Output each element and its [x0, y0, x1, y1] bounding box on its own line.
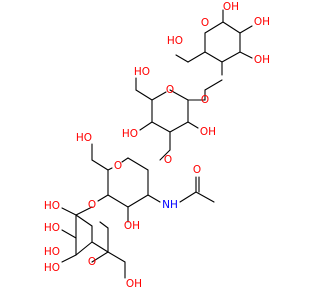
label-linking-oxygen: O	[88, 199, 96, 211]
bond	[135, 89, 153, 101]
bond	[147, 194, 161, 203]
bonds	[61, 9, 253, 279]
bond	[127, 194, 149, 208]
bond	[61, 207, 77, 216]
bond	[97, 194, 109, 202]
label-linking-oxygen: O	[201, 94, 209, 106]
label-ho: HO	[76, 132, 92, 144]
label-ring-oxygen: O	[88, 256, 96, 268]
bond	[239, 51, 253, 59]
bond	[75, 214, 93, 227]
label-ho: HO	[167, 35, 183, 47]
label-oh: OH	[126, 278, 142, 290]
bond	[204, 51, 223, 63]
bond	[175, 54, 189, 63]
label-ho: HO	[44, 262, 60, 274]
bond	[107, 194, 129, 208]
bond	[222, 21, 241, 34]
bond	[169, 89, 189, 101]
label-ring-oxygen: O	[114, 160, 122, 172]
bond	[151, 91, 167, 101]
bond	[139, 121, 153, 131]
chemical-structure: OH OH OH HO O O O HO OH HO O O HO OH NH …	[44, 1, 270, 290]
label-ho: HO	[44, 246, 60, 258]
bond	[61, 229, 77, 239]
label-oh: OH	[124, 220, 140, 232]
bond	[195, 191, 215, 203]
atom-labels: OH OH OH HO O O O HO OH HO O O HO OH NH …	[44, 1, 270, 290]
label-ho: HO	[44, 222, 60, 234]
bond	[121, 157, 129, 163]
bond	[169, 121, 189, 133]
bond	[91, 241, 109, 253]
label-linking-oxygen: O	[164, 154, 172, 166]
bond	[107, 251, 126, 263]
bond	[204, 79, 223, 91]
label-ho: HO	[44, 200, 60, 212]
bond	[91, 159, 109, 171]
bond	[75, 241, 93, 256]
label-ho: HO	[122, 128, 138, 140]
label-carbonyl-oxygen: O	[193, 164, 201, 176]
bond	[151, 121, 171, 133]
bond	[61, 254, 77, 263]
molecule-canvas: OH OH OH HO O O O HO OH HO O O HO OH NH …	[43, 1, 271, 290]
label-oh: OH	[223, 1, 239, 13]
label-ho: HO	[134, 66, 150, 78]
bond	[107, 167, 113, 171]
bond	[91, 251, 109, 263]
label-oh: OH	[254, 54, 270, 66]
label-oh: OH	[200, 126, 216, 138]
bond	[187, 121, 199, 129]
label-ring-oxygen: O	[166, 84, 174, 96]
bond	[221, 51, 241, 63]
bond	[127, 157, 149, 171]
bond	[239, 25, 253, 34]
bond	[179, 191, 197, 203]
bond	[159, 149, 171, 161]
bond	[204, 21, 224, 34]
bond	[99, 221, 109, 229]
label-ring-oxygen: O	[201, 17, 209, 29]
label-nh: NH	[162, 199, 178, 211]
label-oh: OH	[254, 16, 270, 28]
bond	[75, 206, 93, 216]
bond	[187, 51, 206, 63]
